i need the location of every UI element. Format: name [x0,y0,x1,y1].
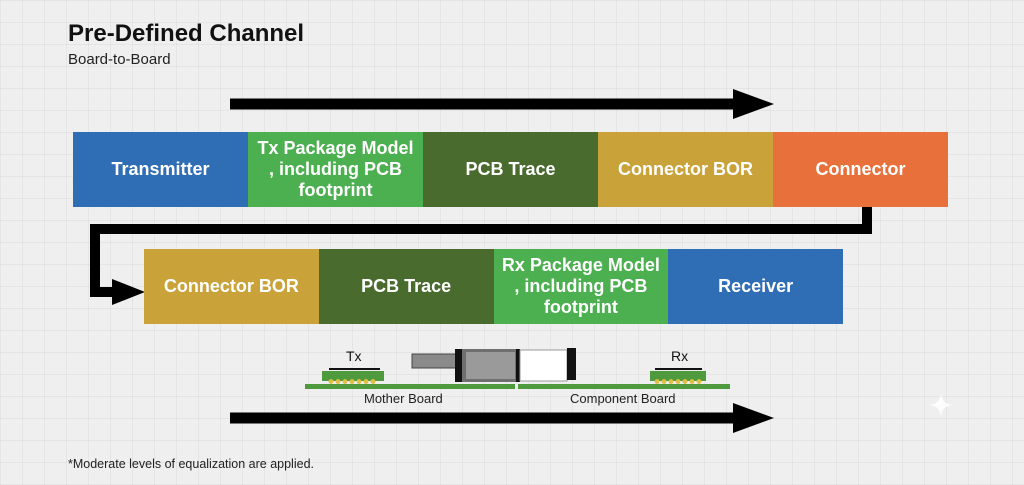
tx-label: Tx [346,348,362,364]
rx-chip [650,368,706,384]
return-flow-arrow [90,207,872,305]
block-connector-bor-2: Connector BOR [144,249,319,324]
channel-row-1: Transmitter Tx Package Model , including… [73,132,948,207]
block-pcb-trace-1: PCB Trace [423,132,598,207]
board-illustration [305,348,730,389]
component-board-label: Component Board [570,391,676,406]
footnote: *Moderate levels of equalization are app… [68,457,314,471]
page-subtitle: Board-to-Board [68,51,171,68]
block-connector-bor-1: Connector BOR [598,132,773,207]
connector-graphic [411,348,576,382]
top-flow-arrow [230,89,774,119]
mother-board-label: Mother Board [364,391,443,406]
block-receiver: Receiver [668,249,843,324]
block-pcb-trace-2: PCB Trace [318,249,494,324]
block-tx-package: Tx Package Model , including PCB footpri… [248,132,423,207]
component-board [518,384,730,389]
block-transmitter: Transmitter [73,132,248,207]
rx-label: Rx [671,348,689,364]
block-rx-package: Rx Package Model , including PCB footpri… [493,249,669,324]
bottom-flow-arrow [230,403,774,433]
sparkle-icon [929,393,953,417]
tx-chip [322,368,384,384]
block-connector: Connector [773,132,948,207]
channel-row-2: Connector BOR PCB Trace Rx Package Model… [144,249,843,324]
mother-board [305,384,515,389]
page-title: Pre-Defined Channel [68,20,305,47]
